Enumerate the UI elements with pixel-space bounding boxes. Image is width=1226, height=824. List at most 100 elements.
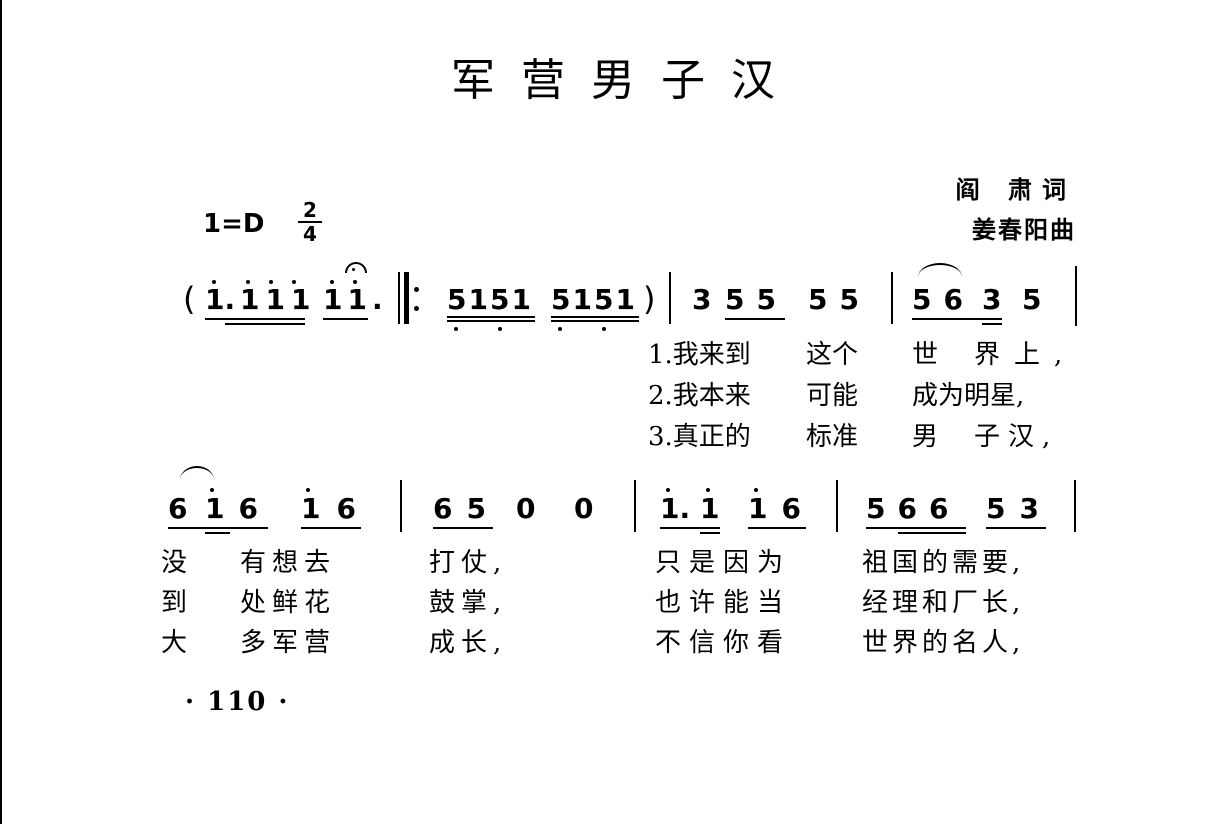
time-signature-divider — [298, 221, 322, 223]
low-octave-dot — [558, 327, 562, 331]
verse-3-phrase: 男 — [912, 422, 939, 452]
eighth-underline — [323, 318, 368, 320]
high-octave-dot — [292, 280, 296, 284]
sixteenth-underline — [240, 323, 305, 325]
verse-1-phrase: 祖国的需要, — [862, 548, 1025, 578]
sixteenth-underline — [447, 320, 535, 322]
barline — [634, 480, 636, 532]
measure-4-rest: 0 — [574, 492, 594, 525]
lyricist-credit: 阎 肃词 — [955, 175, 1076, 204]
page-left-border — [0, 0, 2, 824]
verse-3-phrase: 标准 — [806, 422, 859, 452]
eighth-underline — [748, 527, 806, 529]
slur — [180, 466, 214, 480]
verse-1-phrase: 有想去 — [240, 548, 337, 578]
verse-3-phrase: 子汉, — [974, 422, 1059, 452]
measure-5-note-pair: 16 — [748, 492, 815, 525]
barline — [669, 272, 671, 324]
measure-3-note: 6 — [168, 492, 188, 525]
sixteenth-underline — [700, 532, 720, 534]
verse-1-phrase: 这个 — [806, 340, 859, 370]
verse-2-phrase: 可能 — [806, 381, 859, 411]
measure-1-note: 3 — [692, 283, 712, 316]
high-octave-dot — [246, 280, 250, 284]
eighth-underline — [866, 527, 966, 529]
verse-2-phrase: 到 — [161, 588, 188, 618]
high-octave-dot — [706, 488, 710, 492]
measure-2-note: 3 — [982, 283, 1002, 316]
verse-1-phrase: 1.我来到 — [648, 340, 751, 370]
high-octave-dot — [330, 280, 334, 284]
song-title: 军营男子汉 — [451, 55, 801, 106]
intro-note-group-3: 11. — [323, 283, 388, 316]
verse-3-phrase: 大 — [161, 628, 188, 658]
measure-6-note-pair: 53 — [986, 492, 1053, 525]
sixteenth-underline — [982, 323, 1002, 325]
repeat-note-group-1: 5151 — [447, 283, 533, 316]
high-octave-dot — [269, 280, 273, 284]
fermata-symbol — [345, 262, 367, 273]
composer-credit: 姜春阳曲 — [972, 215, 1076, 244]
intro-paren-open: ( — [183, 280, 196, 318]
verse-1-phrase: 打仗, — [429, 548, 508, 578]
slur — [918, 263, 962, 277]
measure-3-note-pair: 16 — [301, 492, 372, 525]
high-octave-dot — [306, 488, 310, 492]
verse-2-phrase: 成为明星, — [912, 381, 1025, 411]
page-number: · 110 · — [185, 687, 290, 717]
high-octave-dot — [212, 280, 216, 284]
repeat-barline-thick — [404, 272, 409, 324]
time-signature: 2 4 — [296, 199, 324, 245]
eighth-underline — [660, 527, 720, 529]
high-octave-dot — [353, 280, 357, 284]
high-octave-dot — [754, 488, 758, 492]
verse-2-phrase: 也许能当 — [655, 588, 792, 618]
measure-4-note-pair: 65 — [433, 492, 500, 525]
verse-2-phrase: 鼓掌, — [429, 588, 508, 618]
eighth-underline — [447, 316, 535, 318]
intro-note-group-2: 111 — [240, 283, 317, 316]
eighth-underline — [205, 318, 305, 320]
barline — [1075, 266, 1077, 326]
measure-6-note-group: 566 — [866, 492, 961, 525]
barline — [891, 272, 893, 324]
repeat-dot — [414, 306, 419, 311]
measure-4-rest: 0 — [516, 492, 536, 525]
measure-1-note-pair: 55 — [808, 283, 871, 316]
key-signature: 1=D — [203, 209, 265, 239]
measure-2-note-pair: 56 — [912, 283, 975, 316]
barline — [400, 480, 402, 532]
repeat-barline-thin — [398, 272, 400, 324]
verse-2-phrase: 处鲜花 — [240, 588, 337, 618]
repeat-note-group-2: 5151 — [551, 283, 637, 316]
eighth-underline — [912, 318, 1002, 320]
repeat-dot — [414, 287, 419, 292]
eighth-underline — [725, 318, 785, 320]
verse-3-phrase: 成长, — [429, 628, 508, 658]
low-octave-dot — [498, 327, 502, 331]
eighth-underline — [433, 527, 493, 529]
sixteenth-underline — [551, 320, 639, 322]
sixteenth-underline — [205, 532, 230, 534]
verse-3-phrase: 多军营 — [240, 628, 337, 658]
verse-3-phrase: 3.真正的 — [648, 422, 751, 452]
verse-1-phrase: 只是因为 — [655, 548, 792, 578]
measure-3-note-pair: 16 — [205, 492, 272, 525]
eighth-underline — [986, 527, 1046, 529]
time-signature-top: 2 — [303, 198, 317, 222]
eighth-underline — [301, 527, 361, 529]
barline — [836, 480, 838, 532]
verse-1-phrase: 世 — [912, 340, 939, 370]
low-octave-dot — [602, 327, 606, 331]
fermata-dot — [352, 268, 355, 271]
high-octave-dot — [210, 488, 214, 492]
intro-note-group-1: 1. — [205, 283, 236, 316]
measure-5-note: 1 — [700, 492, 720, 525]
high-octave-dot — [666, 488, 670, 492]
verse-2-phrase: 2.我本来 — [648, 381, 751, 411]
verse-3-phrase: 世界的名人, — [862, 628, 1025, 658]
measure-5-note: 1. — [660, 492, 691, 525]
intro-paren-close: ) — [643, 280, 656, 318]
eighth-underline — [551, 316, 639, 318]
verse-3-phrase: 不信你看 — [655, 628, 792, 658]
